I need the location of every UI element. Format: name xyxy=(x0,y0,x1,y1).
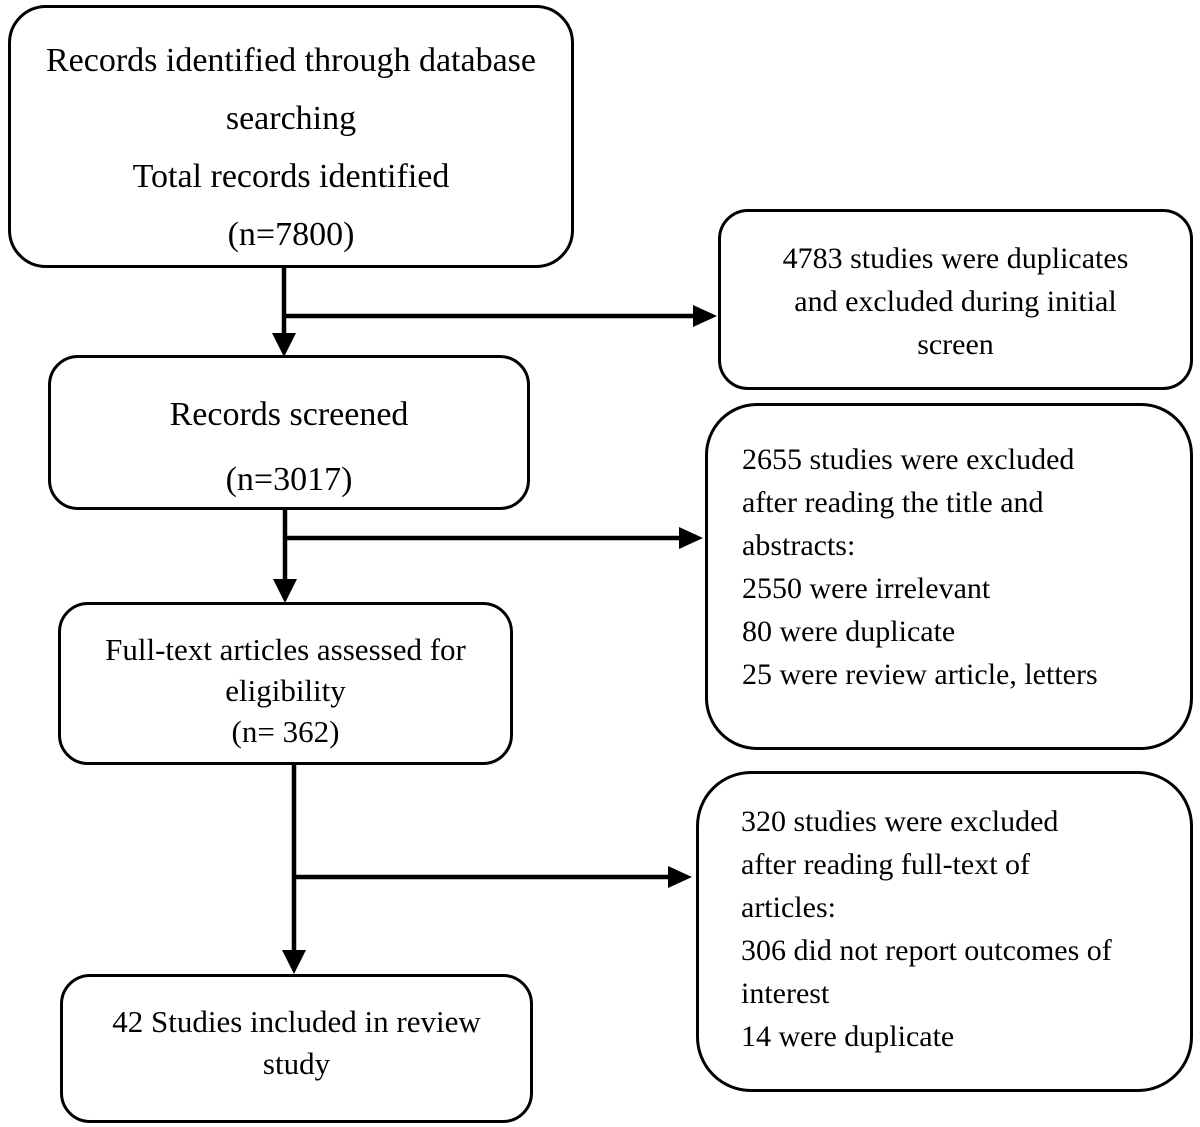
arrow-right-to-title-abstract-excluded xyxy=(285,527,703,549)
box-text-line: 320 studies were excluded xyxy=(741,805,1059,838)
box-fulltext-assessed: Full-text articles assessed for eligibil… xyxy=(58,602,513,765)
arrow-down-screened-to-fulltext xyxy=(273,506,297,603)
box-duplicates-excluded: 4783 studies were duplicates and exclude… xyxy=(718,209,1193,390)
box-text-line: study xyxy=(262,1046,331,1081)
arrow-down-identification-to-screened xyxy=(272,264,296,357)
arrow-down-fulltext-to-included xyxy=(282,762,306,974)
box-text-line: after reading the title and xyxy=(742,486,1044,519)
box-text-line: articles: xyxy=(741,891,836,924)
box-text-line: and excluded during initial xyxy=(794,285,1117,318)
box-text-line: screen xyxy=(917,328,994,361)
box-text-line: (n= 362) xyxy=(231,714,340,749)
box-text-line: 42 Studies included in review xyxy=(112,1004,481,1039)
box-fulltext-excluded: 320 studies were excluded after reading … xyxy=(696,771,1193,1092)
box-text-line: after reading full-text of xyxy=(741,848,1031,881)
box-text-line: 2655 studies were excluded xyxy=(742,443,1075,476)
box-text-line: (n=3017) xyxy=(225,461,353,498)
box-text-line: abstracts: xyxy=(742,529,856,562)
box-records-screened: Records screened (n=3017) xyxy=(48,355,530,510)
box-text-line: (n=7800) xyxy=(227,216,355,253)
box-text-line: 4783 studies were duplicates xyxy=(782,242,1129,275)
box-records-identified: Records identified through database sear… xyxy=(8,5,574,268)
box-text-line: eligibility xyxy=(225,673,346,708)
box-text-line: Records screened xyxy=(169,396,409,433)
box-text-line: 306 did not report outcomes of xyxy=(741,934,1112,967)
box-text-line: 2550 were irrelevant xyxy=(742,572,991,605)
arrow-right-to-duplicates-excluded xyxy=(284,305,717,327)
box-text-line: 25 were review article, letters xyxy=(742,658,1098,691)
box-text-line: searching xyxy=(225,100,357,137)
box-text-line: Records identified through database xyxy=(45,42,536,79)
box-text-line: 80 were duplicate xyxy=(742,615,956,648)
box-text-line: 14 were duplicate xyxy=(741,1020,955,1053)
arrow-right-to-fulltext-excluded xyxy=(294,866,692,888)
box-text-line: Total records identified xyxy=(132,158,450,195)
box-title-abstract-excluded: 2655 studies were excluded after reading… xyxy=(705,403,1193,750)
box-text-line: Full-text articles assessed for xyxy=(105,632,466,667)
box-text-line: interest xyxy=(741,977,830,1010)
box-studies-included: 42 Studies included in review study xyxy=(60,974,533,1123)
